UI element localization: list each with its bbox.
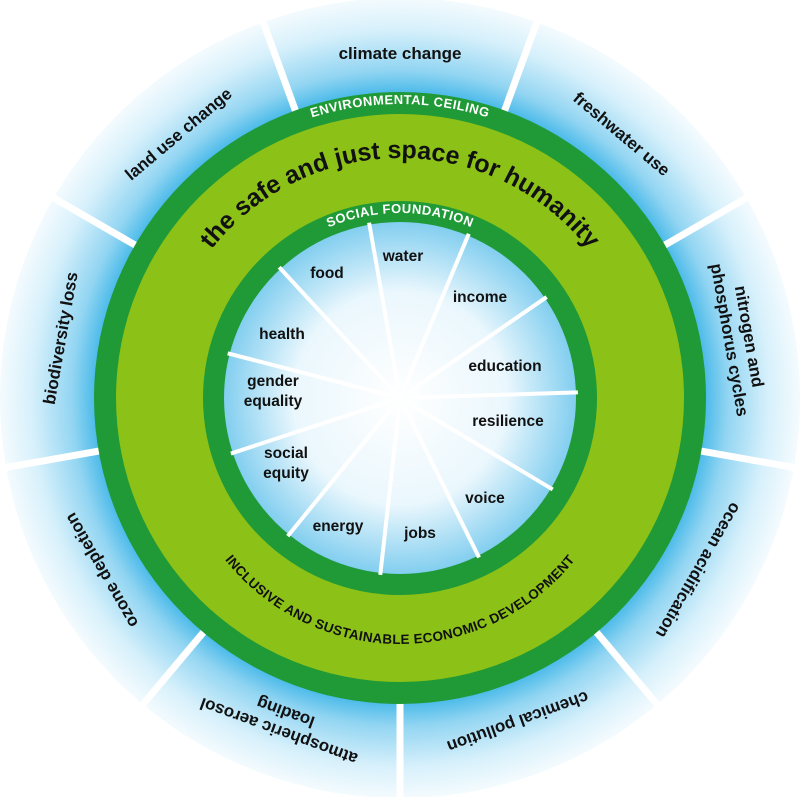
dimension-divider [378,405,402,576]
social-dimension-label: health [259,326,305,343]
dimension-divider [286,402,397,538]
social-dimension-label: resilience [472,413,544,430]
social-dimension-label: water [382,248,424,265]
dimension-divider [401,233,471,392]
dimension-divider [367,222,401,391]
boundary-divider [47,192,142,252]
dimension-divider [405,400,554,492]
dimension-divider [405,295,548,396]
dimension-divider [227,351,393,398]
boundary-label: climate change [339,44,462,63]
social-dimension-label: jobs [403,525,436,542]
social-dimension-label: education [468,358,541,375]
dimension-divider [277,265,397,394]
social-dimension-label: voice [465,490,505,507]
boundary-divider [0,446,106,472]
boundary-divider [590,625,664,711]
boundary-divider [136,625,210,711]
dimension-divider [230,398,394,456]
social-dimension-label: food [310,265,344,282]
dimension-divider [407,390,578,400]
boundary-divider [694,446,800,472]
boundary-divider [499,16,542,118]
shortfall-zone [224,222,576,574]
social-dimension-label: energy [313,518,364,535]
social-dimension-label: income [453,289,508,306]
boundary-divider [258,16,301,118]
boundary-divider [658,192,753,252]
dimension-divider [401,404,481,559]
